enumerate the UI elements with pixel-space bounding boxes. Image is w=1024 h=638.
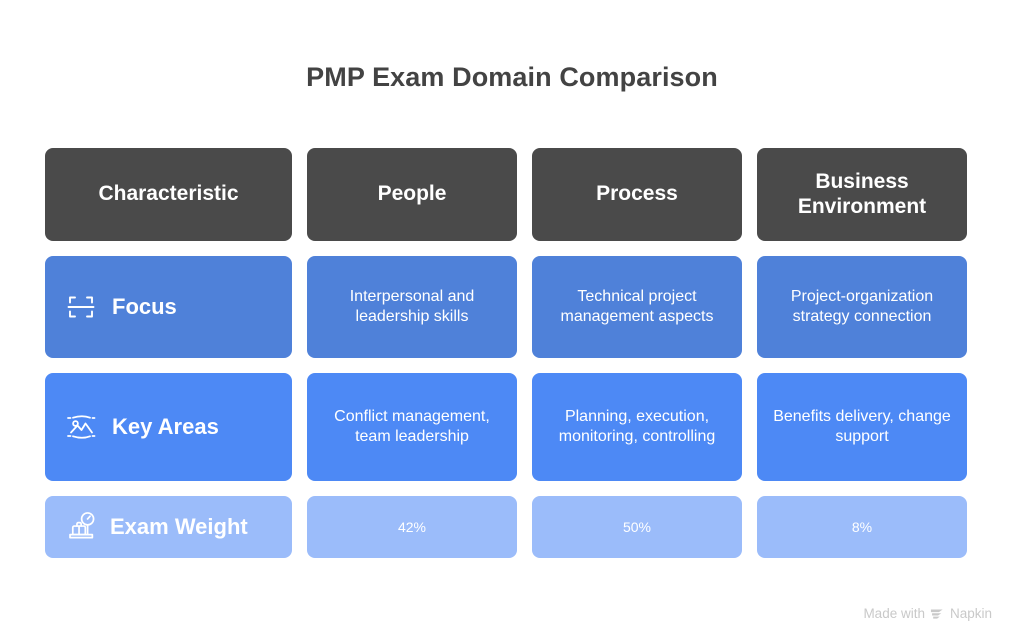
cell-focus-people: Interpersonal and leadership skills — [307, 256, 517, 358]
napkin-logo-icon — [930, 607, 945, 621]
cell-exam-weight-business: 8% — [757, 496, 967, 558]
header-cell-people: People — [307, 148, 517, 241]
header-cell-process: Process — [532, 148, 742, 241]
header-label: Process — [596, 182, 678, 206]
table-row-exam-weight: Exam Weight 42% 50% 8% — [45, 496, 968, 558]
row-label-cell-exam-weight: Exam Weight — [45, 496, 292, 558]
napkin-watermark: Made with Napkin — [863, 606, 992, 621]
cell-focus-process: Technical project management aspects — [532, 256, 742, 358]
row-label: Exam Weight — [110, 513, 248, 539]
table-header-row: Characteristic People Process Business E… — [45, 148, 968, 241]
watermark-brand: Napkin — [949, 606, 992, 621]
header-cell-business-environment: Business Environment — [757, 148, 967, 241]
header-label: Business Environment — [797, 169, 927, 218]
cell-focus-business: Project-organization strategy connection — [757, 256, 967, 358]
page-title: PMP Exam Domain Comparison — [306, 62, 718, 92]
table-row-focus: Focus Interpersonal and leadership skill… — [45, 256, 968, 358]
header-label: People — [377, 182, 447, 206]
row-label-cell-key-areas: Key Areas — [45, 373, 292, 481]
luggage-scale-icon — [61, 508, 99, 546]
cell-exam-weight-process: 50% — [532, 496, 742, 558]
cell-key-areas-process: Planning, execution, monitoring, control… — [532, 373, 742, 481]
scan-focus-icon — [61, 287, 101, 327]
cell-key-areas-people: Conflict management, team leadership — [307, 373, 517, 481]
row-label-cell-focus: Focus — [45, 256, 292, 358]
watermark-prefix: Made with — [863, 606, 925, 621]
image-landscape-icon — [61, 407, 101, 447]
header-cell-characteristic: Characteristic — [45, 148, 292, 241]
comparison-table: Characteristic People Process Business E… — [45, 148, 968, 573]
header-label: Characteristic — [98, 182, 239, 206]
table-row-key-areas: Key Areas Conflict management, team lead… — [45, 373, 968, 481]
cell-exam-weight-people: 42% — [307, 496, 517, 558]
row-label: Focus — [112, 293, 177, 319]
cell-key-areas-business: Benefits delivery, change support — [757, 373, 967, 481]
row-label: Key Areas — [112, 413, 219, 439]
